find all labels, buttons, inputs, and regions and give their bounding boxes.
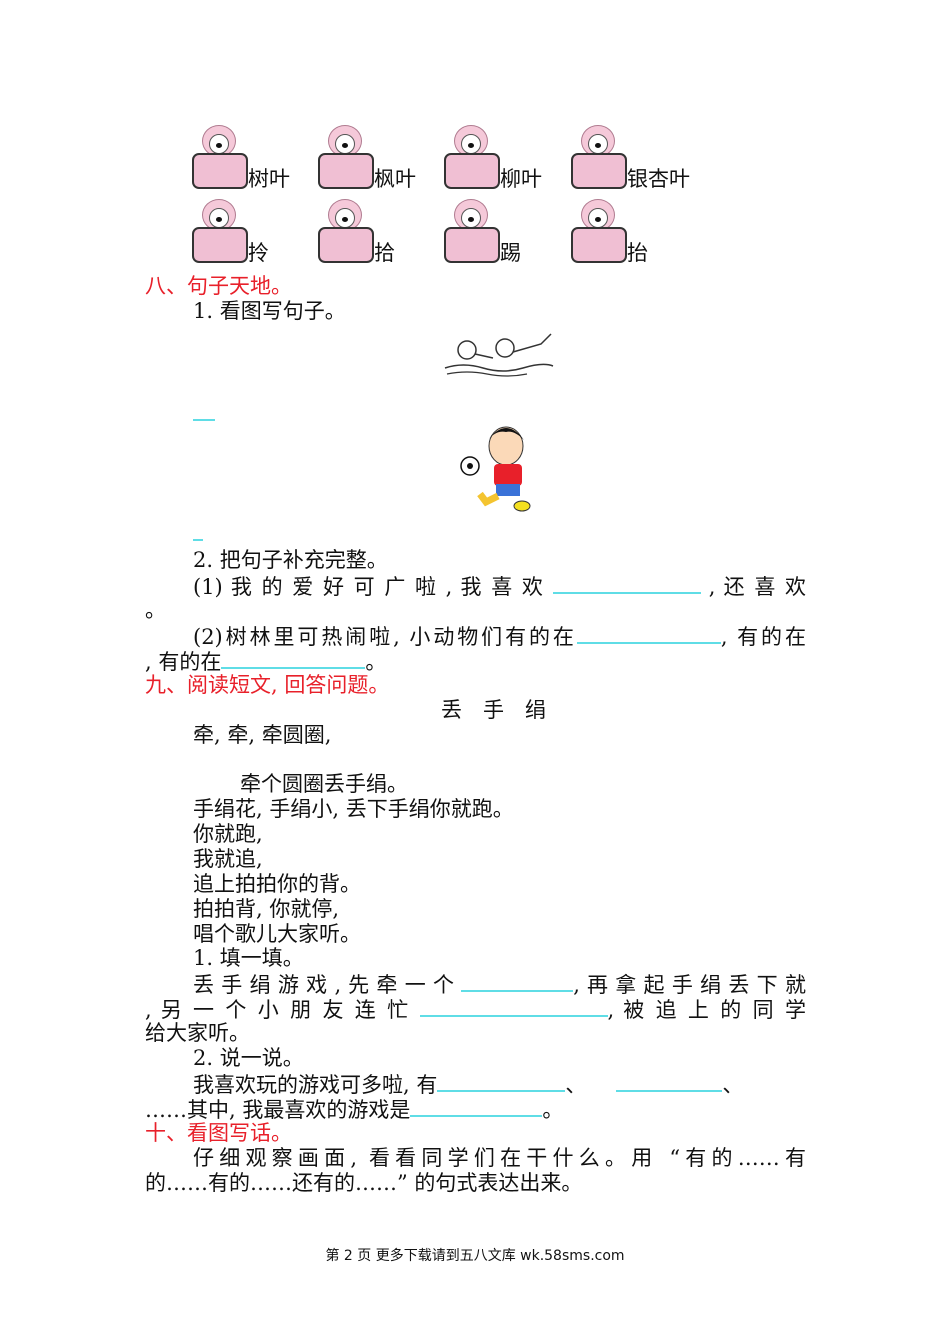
text: 。 [145, 598, 166, 622]
text: 、 [722, 1073, 744, 1097]
text: , 另 一 个 小 朋 友 连 忙 [145, 998, 411, 1022]
sheep-card [444, 125, 500, 189]
blank-input[interactable] [461, 970, 574, 992]
card-label: 柳叶 [500, 167, 542, 191]
poem-line: 手绢花, 手绢小, 丢下手绢你就跑。 [193, 797, 514, 821]
card-label: 银杏叶 [627, 167, 690, 191]
sheep-card [192, 199, 248, 263]
blank-input[interactable] [552, 572, 701, 594]
sheep-face-icon [335, 208, 355, 228]
instruction-line-1: 仔细观察画面, 看看同学们在干什么。用 “有的……有 [193, 1146, 806, 1170]
poem-line: 你就跑, [193, 822, 263, 846]
text: 、 [565, 1073, 587, 1097]
section-9-title: 九、阅读短文, 回答问题。 [145, 673, 390, 697]
answer-box[interactable] [444, 153, 500, 189]
poem-line: 牵, 牵, 牵圆圈, [193, 723, 332, 747]
section-10-title: 十、看图写话。 [145, 1121, 292, 1145]
blank-input[interactable] [410, 1095, 543, 1117]
sheep-face-icon [588, 134, 608, 154]
sentence-2-1: (1) 我 的 爱 好 可 广 啦 , 我 喜 欢 , 还 喜 欢 [193, 572, 806, 600]
say-line-1: 我喜欢玩的游戏可多啦, 有 、 、 [193, 1070, 743, 1098]
text: 给大家听。 [145, 1021, 250, 1045]
sheep-card [444, 199, 500, 263]
sentence-2-2: (2)树林里可热闹啦, 小动物们有的在 , 有的在 [193, 622, 806, 650]
card-label: 拎 [248, 241, 269, 265]
text: 丢 手 绢 游 戏 , 先 牵 一 个 [193, 973, 455, 997]
poem-line: 牵个圆圈丢手绢。 [240, 772, 408, 796]
text: (1) 我 的 爱 好 可 广 啦 , 我 喜 欢 [193, 575, 545, 599]
question-9-2: 2. 说一说。 [193, 1046, 304, 1070]
answer-line-1[interactable] [193, 419, 215, 421]
poem-line: 拍拍背, 你就停, [193, 897, 340, 921]
text: (2)树林里可热闹啦, 小动物们有的在 [193, 625, 577, 649]
text: 。 [365, 650, 387, 674]
answer-box[interactable] [192, 227, 248, 263]
sheep-card [571, 125, 627, 189]
sheep-face-icon [335, 134, 355, 154]
answer-box[interactable] [318, 227, 374, 263]
section-8-title: 八、句子天地。 [145, 274, 292, 298]
question-9-1: 1. 填一填。 [193, 946, 304, 970]
sheep-card [318, 199, 374, 263]
text: ……其中, 我最喜欢的游戏是 [145, 1098, 411, 1122]
poem-line: 我就追, [193, 847, 263, 871]
sheep-face-icon [209, 208, 229, 228]
text: , 有的在 [720, 625, 806, 649]
poem-line: 追上拍拍你的背。 [193, 872, 361, 896]
page-footer: 第 2 页 更多下载请到五八文库 wk.58sms.com [325, 1248, 625, 1264]
text: , 再 拿 起 手 绢 丢 下 就 [573, 973, 806, 997]
blank-input[interactable] [437, 1070, 566, 1092]
say-line-2: ……其中, 我最喜欢的游戏是 。 [145, 1095, 563, 1123]
blank-input[interactable] [221, 647, 366, 669]
sheep-card [318, 125, 374, 189]
text: , 还 喜 欢 [708, 575, 806, 599]
text: 我喜欢玩的游戏可多啦, 有 [193, 1073, 438, 1097]
question-8-2: 2. 把句子补充完整。 [193, 548, 388, 572]
sheep-face-icon [209, 134, 229, 154]
sheep-face-icon [461, 134, 481, 154]
text: 。 [542, 1098, 564, 1122]
question-8-1: 1. 看图写句子。 [193, 299, 346, 323]
sheep-card [571, 199, 627, 263]
card-label: 踢 [500, 241, 521, 265]
fill-line-1: 丢 手 绢 游 戏 , 先 牵 一 个 , 再 拿 起 手 绢 丢 下 就 [193, 970, 806, 998]
text: , 有的在 [145, 650, 222, 674]
sheep-card [192, 125, 248, 189]
answer-box[interactable] [571, 227, 627, 263]
instruction-line-2: 的……有的……还有的……” 的句式表达出来。 [145, 1171, 583, 1195]
answer-line-2[interactable] [193, 539, 203, 541]
card-label: 枫叶 [374, 167, 416, 191]
blank-input[interactable] [576, 622, 721, 644]
swimming-children-illustration [444, 333, 554, 377]
sentence-2-2-cont: , 有的在 。 [145, 647, 386, 675]
fill-line-2: , 另 一 个 小 朋 友 连 忙 , 被 追 上 的 同 学 [145, 995, 806, 1023]
blank-input[interactable] [616, 1070, 723, 1092]
answer-box[interactable] [444, 227, 500, 263]
answer-box[interactable] [192, 153, 248, 189]
card-label: 拾 [374, 241, 395, 265]
card-label: 抬 [627, 241, 648, 265]
boy-soccer-illustration [460, 426, 531, 512]
answer-box[interactable] [318, 153, 374, 189]
poem-title: 丢 手 绢 [441, 698, 546, 722]
poem-line: 唱个歌儿大家听。 [193, 922, 361, 946]
blank-input[interactable] [419, 995, 608, 1017]
answer-box[interactable] [571, 153, 627, 189]
sheep-face-icon [461, 208, 481, 228]
text: , 被 追 上 的 同 学 [607, 998, 806, 1022]
sheep-face-icon [588, 208, 608, 228]
card-label: 树叶 [248, 167, 290, 191]
